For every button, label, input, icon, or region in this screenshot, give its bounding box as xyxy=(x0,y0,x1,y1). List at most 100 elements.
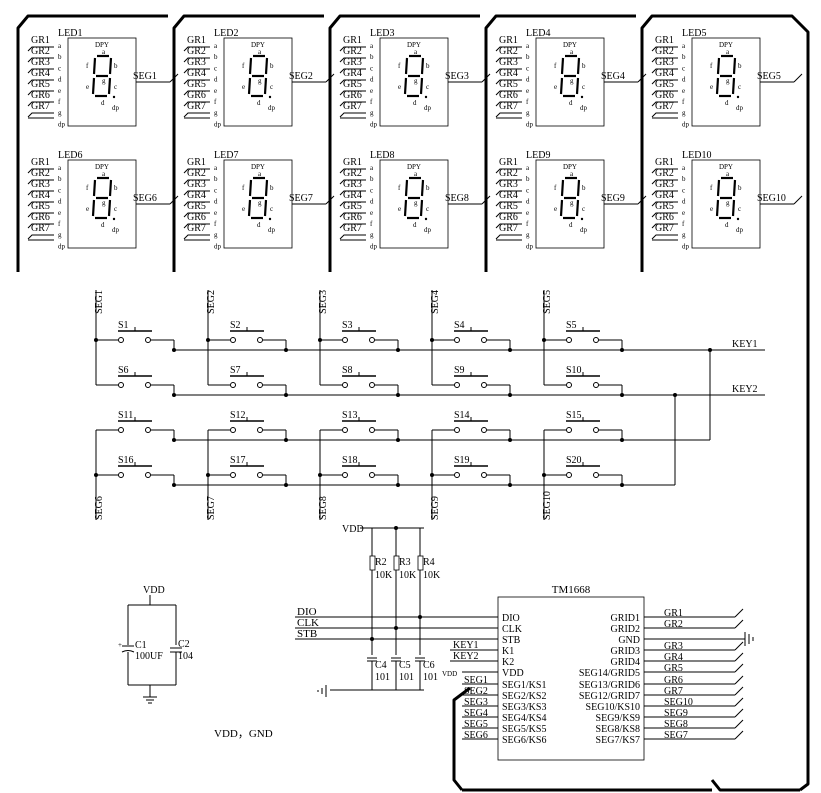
grid-label: GR6 xyxy=(655,212,674,223)
switch-contact xyxy=(593,382,599,388)
seven-seg-bar xyxy=(559,77,564,95)
decimal-point xyxy=(268,217,272,221)
switch-contact xyxy=(230,472,236,478)
grid-wire xyxy=(651,223,678,229)
chip-seg-net-label: SEG1 xyxy=(464,675,488,686)
grid-wire xyxy=(27,212,54,218)
seg-output-label: SEG1 xyxy=(133,71,157,82)
seg-output-label: SEG10 xyxy=(757,193,786,204)
switch-label: S2 xyxy=(230,320,241,331)
seven-seg-bar xyxy=(419,77,424,95)
pin-letter: f xyxy=(58,220,61,228)
c2-ref: C2 xyxy=(178,639,190,650)
seven-seg-bar xyxy=(404,179,409,197)
seg-letter: d xyxy=(101,221,105,229)
seven-seg-bar xyxy=(108,57,113,75)
led-label: LED2 xyxy=(214,28,238,39)
led-body xyxy=(379,37,449,127)
decimal-point xyxy=(424,217,428,221)
seg-letter: dp xyxy=(736,226,744,234)
grid-label: GR3 xyxy=(655,179,674,190)
push-switch-s5: S5 xyxy=(544,320,600,343)
chip-pin-left: STB xyxy=(502,635,521,646)
pin-letter: b xyxy=(526,175,530,183)
switch-label: S17 xyxy=(230,455,246,466)
seg-letter: c xyxy=(270,205,273,213)
pin-letter: d xyxy=(682,76,686,84)
seg-output-label: SEG4 xyxy=(601,71,625,82)
chip-grid-net-label: GR6 xyxy=(664,675,683,686)
seg-bus-entry xyxy=(637,195,647,205)
led-label: LED9 xyxy=(526,150,550,161)
led-body xyxy=(223,37,293,127)
junction-dot xyxy=(172,438,176,442)
switch-contact xyxy=(342,382,348,388)
seg-output-label: SEG5 xyxy=(757,71,781,82)
decimal-point xyxy=(424,95,428,99)
led-label: LED6 xyxy=(58,150,82,161)
seven-seg-bar xyxy=(560,179,565,197)
led-module-led5: LED5GR1GR2GR3GR4GR5GR6GR7DPYabcdefgdpabc… xyxy=(651,28,803,128)
switch-contact xyxy=(145,472,151,478)
pin-letter: a xyxy=(58,164,62,172)
switch-label: S10 xyxy=(566,365,582,376)
pin-letter: c xyxy=(526,64,529,72)
chip-grid-net-label: GR1 xyxy=(664,608,683,619)
grid-wire xyxy=(651,168,678,174)
seg-bus-entry xyxy=(637,73,647,83)
switch-contact xyxy=(118,427,124,433)
junction-dot xyxy=(394,626,398,630)
grid-wire xyxy=(495,201,522,207)
c1-polarity: + xyxy=(118,641,122,649)
grid-label: GR2 xyxy=(499,168,518,179)
grid-wire xyxy=(495,223,522,229)
resistor-value: 10K xyxy=(375,570,393,581)
seven-seg-bar xyxy=(559,199,564,217)
switch-contact xyxy=(454,427,460,433)
pin-letter: b xyxy=(214,175,218,183)
grid-wire xyxy=(495,234,522,240)
junction-dot xyxy=(620,483,624,487)
grid-wire xyxy=(651,179,678,185)
chip-seg-net-label: SEG2 xyxy=(464,686,488,697)
led-label: LED5 xyxy=(682,28,706,39)
led-label: LED7 xyxy=(214,150,238,161)
switch-label: S18 xyxy=(342,455,358,466)
grid-label: GR5 xyxy=(655,201,674,212)
led-label: LED4 xyxy=(526,28,550,39)
capacitor-ref: C4 xyxy=(375,660,387,671)
chip-pin-right: SEG10/KS10 xyxy=(586,702,640,713)
switch-label: S6 xyxy=(118,365,129,376)
grid-wire xyxy=(27,234,54,240)
pin-letter: f xyxy=(682,98,685,106)
grid-wire xyxy=(183,201,210,207)
seg-letter: d xyxy=(257,99,261,107)
grid-label: GR5 xyxy=(187,79,206,90)
chip-grid-net-label: SEG8 xyxy=(664,719,688,730)
switch-contact xyxy=(454,382,460,388)
switch-contact xyxy=(566,472,572,478)
pin-letter: dp xyxy=(370,120,378,128)
seg-letter: g xyxy=(726,77,730,85)
grid-wire xyxy=(339,79,366,85)
pin-letter: b xyxy=(214,53,218,61)
grid-wire xyxy=(651,190,678,196)
grid-wire xyxy=(495,57,522,63)
signal-label-stb: STB xyxy=(297,628,317,640)
grid-wire xyxy=(339,90,366,96)
led-label: LED3 xyxy=(370,28,394,39)
grid-label: GR2 xyxy=(31,168,50,179)
pin-letter: b xyxy=(682,53,686,61)
seven-seg-bar xyxy=(575,199,580,217)
seg-letter: f xyxy=(398,184,401,192)
pin-letter: f xyxy=(682,220,685,228)
dpy-label: DPY xyxy=(563,41,577,49)
grid-label: GR1 xyxy=(499,157,518,168)
grid-label: GR7 xyxy=(343,223,362,234)
dpy-label: DPY xyxy=(563,163,577,171)
led-module-led2: LED2GR1GR2GR3GR4GR5GR6GR7DPYabcdefgdpabc… xyxy=(183,28,335,128)
grid-label: GR2 xyxy=(31,46,50,57)
led-module-led6: LED6GR1GR2GR3GR4GR5GR6GR7DPYabcdefgdpabc… xyxy=(27,150,179,250)
seg-letter: a xyxy=(258,48,262,56)
seg-letter: b xyxy=(738,62,742,70)
